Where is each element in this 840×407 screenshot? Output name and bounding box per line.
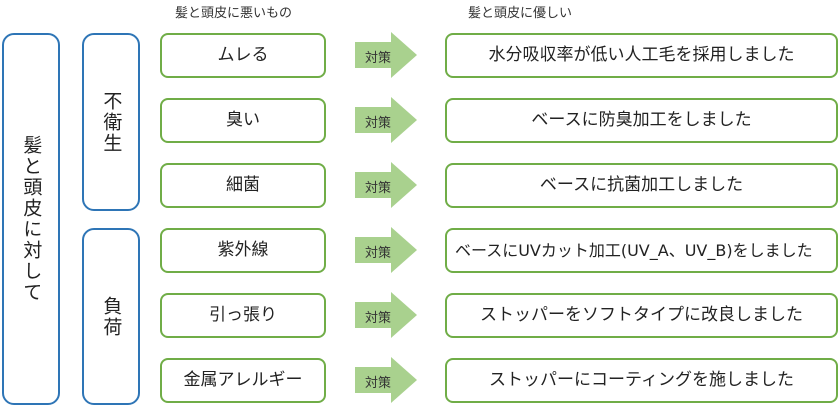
solution-box: ストッパーをソフトタイプに改良しました	[445, 293, 838, 338]
arrow-label: 対策	[364, 376, 391, 391]
arrow-label: 対策	[364, 51, 391, 66]
arrow-right-icon	[355, 97, 417, 143]
solution-box: ベースにUVカット加工(UV_A、UV_B)をしました	[445, 228, 838, 273]
problem-box: 金属アレルギー	[160, 358, 326, 403]
solution-box: ベースに防臭加工をしました	[445, 98, 838, 143]
arrow-label: 対策	[364, 246, 391, 261]
arrow-right-icon	[355, 32, 417, 78]
arrow-label: 対策	[364, 181, 391, 196]
main-label: 髪と頭皮に対して	[20, 135, 43, 303]
solution-box: ベースに抗菌加工しました	[445, 163, 838, 208]
arrow-right-icon	[355, 357, 417, 403]
arrow-label: 対策	[364, 311, 391, 326]
header-good-for: 髪と頭皮に優しい	[468, 6, 573, 21]
arrow-right-icon	[355, 292, 417, 338]
arrow-right-icon	[355, 227, 417, 273]
solution-box: 水分吸収率が低い人工毛を採用しました	[445, 33, 838, 78]
problem-box: 紫外線	[160, 228, 326, 273]
arrow-label: 対策	[364, 116, 391, 131]
problem-box: 臭い	[160, 98, 326, 143]
problem-box: ムレる	[160, 33, 326, 78]
group-label-load: 負荷	[100, 295, 123, 338]
problem-box: 引っ張り	[160, 293, 326, 338]
solution-box: ストッパーにコーティングを施しました	[445, 358, 838, 403]
problem-box: 細菌	[160, 163, 326, 208]
group-label-hygiene: 不衛生	[100, 90, 123, 154]
group-box-load: 負荷	[82, 228, 140, 405]
group-box-hygiene: 不衛生	[82, 33, 140, 211]
arrow-right-icon	[355, 162, 417, 208]
header-bad-for: 髪と頭皮に悪いもの	[175, 6, 293, 21]
main-label-box: 髪と頭皮に対して	[2, 33, 60, 405]
